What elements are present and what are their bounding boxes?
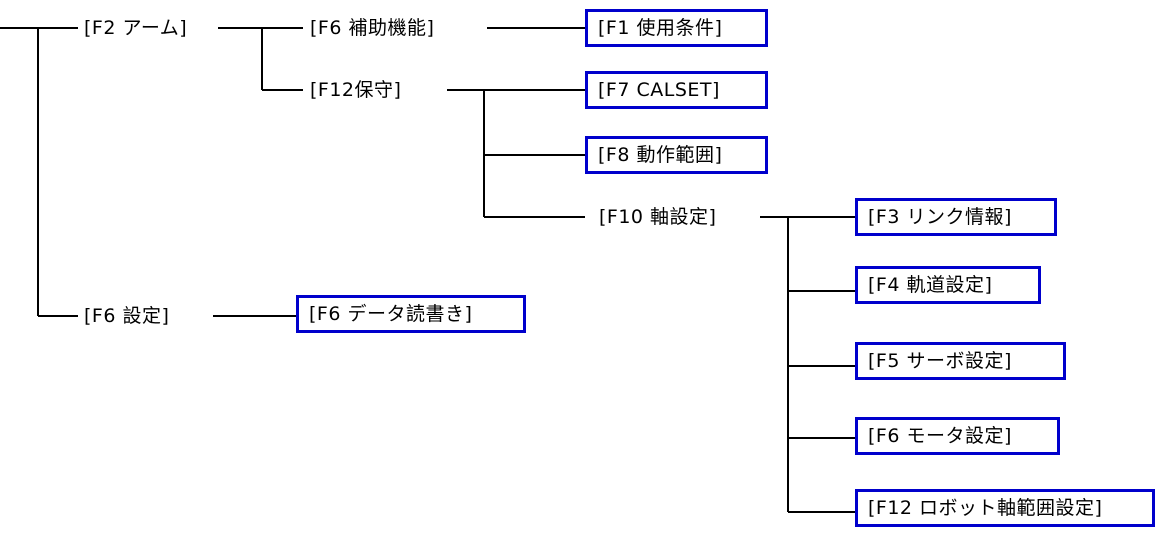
leaf-servo-settings: [F5 サーボ設定] bbox=[855, 342, 1066, 380]
leaf-link-info: [F3 リンク情報] bbox=[855, 198, 1057, 236]
leaf-usage-conditions: [F1 使用条件] bbox=[585, 9, 768, 47]
leaf-operating-range: [F8 動作範囲] bbox=[585, 136, 768, 174]
node-axis-settings: [F10 軸設定] bbox=[599, 206, 717, 228]
node-arm: [F2 アーム] bbox=[84, 17, 188, 39]
leaf-trajectory-settings: [F4 軌道設定] bbox=[855, 266, 1041, 304]
leaf-motor-settings: [F6 モータ設定] bbox=[855, 417, 1060, 455]
node-settings: [F6 設定] bbox=[84, 305, 170, 327]
leaf-calset: [F7 CALSET] bbox=[585, 71, 768, 109]
leaf-data-read-write: [F6 データ読書き] bbox=[296, 295, 526, 333]
leaf-robot-axis-range: [F12 ロボット軸範囲設定] bbox=[855, 489, 1155, 527]
node-aux-function: [F6 補助機能] bbox=[310, 17, 435, 39]
node-maintenance: [F12保守] bbox=[310, 79, 402, 101]
